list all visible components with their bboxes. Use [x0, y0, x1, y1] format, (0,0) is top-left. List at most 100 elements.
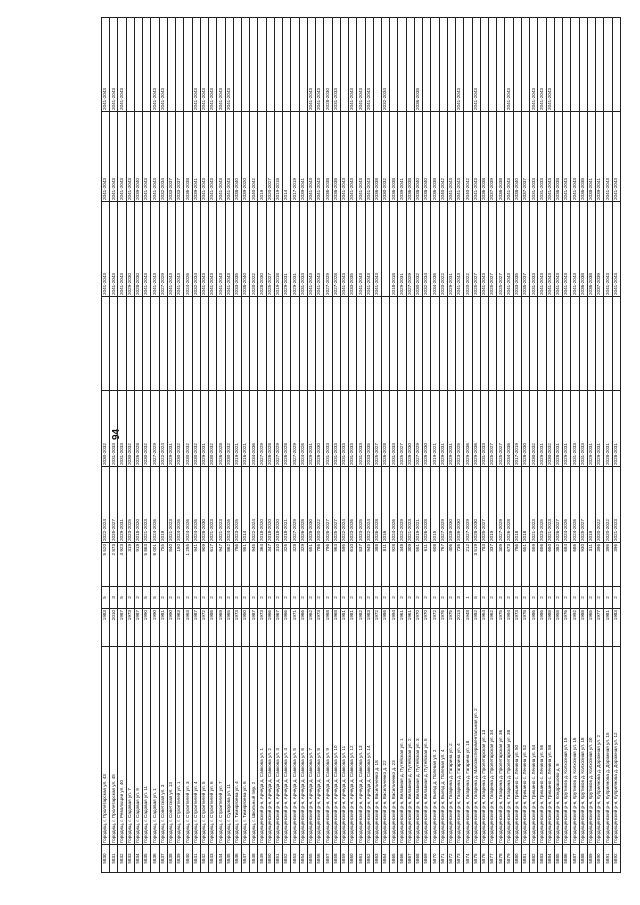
- cell-period-2: 2027-2029: [257, 390, 267, 467]
- cell-row-number: 5842: [200, 844, 209, 873]
- cell-address: Городищенский р-н, Крутиков д. Колхозная…: [587, 646, 596, 845]
- cell-build-year: 1969: [216, 608, 226, 647]
- cell-period-4: 2027-2029: [323, 201, 333, 297]
- cell-floors: 2: [315, 586, 324, 609]
- cell-period-4: 2025-2027: [496, 201, 505, 297]
- cell-period-2: 2028-2031: [603, 390, 613, 467]
- cell-row-number: 5860: [348, 844, 357, 873]
- cell-period-2: 2024-2026: [299, 390, 308, 467]
- cell-period-1: 2023-2025: [126, 466, 135, 543]
- cell-period-2: 2031-2033: [356, 390, 365, 467]
- cell-area: 786: [315, 542, 324, 587]
- cell-address: Городищенский р-н, Куприянова д. Дорожна…: [595, 646, 604, 845]
- cell-row-number: 5862: [365, 844, 374, 873]
- cell-row-number: 5830: [101, 844, 110, 873]
- cell-period-4: 2041-2043: [554, 201, 563, 297]
- cell-address: Городищенский р-н, Гагарина д. Гагарина …: [447, 646, 456, 845]
- cell-period-1: 2028-2030: [447, 466, 456, 543]
- cell-floors: 2: [480, 586, 489, 609]
- cell-period-2: 2031-2033: [389, 390, 398, 467]
- cell-period-1: 2020-2022: [603, 466, 613, 543]
- cell-period-6: [340, 17, 349, 112]
- cell-period-3: [587, 296, 596, 391]
- cell-row-number: 5831: [109, 844, 118, 873]
- cell-floors: 2: [307, 586, 316, 609]
- cell-period-1: 2029-2031: [117, 466, 127, 543]
- cell-floors: 2: [397, 586, 407, 609]
- cell-period-3: [274, 296, 283, 391]
- cell-row-number: 5873: [455, 844, 464, 873]
- cell-floors: 2: [381, 586, 390, 609]
- cell-period-2: 2026-2028: [216, 390, 226, 467]
- cell-period-2: 2028-2030: [521, 390, 530, 467]
- cell-floors: 2: [365, 586, 374, 609]
- cell-row-number: 5863: [373, 844, 382, 873]
- cell-period-5: 2041-2043: [109, 111, 118, 202]
- cell-period-4: 2038-2040: [241, 201, 250, 297]
- cell-period-5: 2041-2043: [570, 111, 580, 202]
- cell-period-1: 2026-2028: [504, 466, 514, 543]
- cell-floors: 2: [126, 586, 135, 609]
- cell-period-5: 2041-2043: [225, 111, 234, 202]
- cell-row-number: 5847: [241, 844, 250, 873]
- cell-period-1: 2024-2026: [570, 466, 580, 543]
- cell-period-1: 2021-2023: [142, 466, 151, 543]
- cell-period-6: [167, 17, 176, 112]
- cell-period-5: 2039-2041: [192, 111, 201, 202]
- cell-period-2: 2031-2033: [570, 390, 580, 467]
- cell-floors: 2: [488, 586, 497, 609]
- cell-row-number: 5883: [537, 844, 547, 873]
- cell-area: 796: [323, 542, 333, 587]
- cell-period-2: 2031-2033: [348, 390, 357, 467]
- cell-period-4: 2041-2043: [546, 201, 555, 297]
- cell-period-2: 2029-2031: [595, 390, 604, 467]
- cell-period-1: 2019: [488, 466, 497, 543]
- cell-address: Городищенский р-н, Гагарина д. Малоэкспе…: [472, 646, 481, 845]
- cell-period-4: 2041-2043: [167, 201, 176, 297]
- cell-period-5: 2041-2043: [603, 111, 613, 202]
- cell-period-1: 2024-2026: [389, 466, 398, 543]
- cell-floors: 2: [323, 586, 333, 609]
- cell-row-number: 5848: [249, 844, 258, 873]
- cell-period-1: 2026-2028: [373, 466, 382, 543]
- cell-address: Городищенский р-н, Куприянова д. Дорожна…: [612, 646, 621, 845]
- cell-period-4: 2041-2043: [570, 201, 580, 297]
- cell-period-2: 2031-2033: [480, 390, 489, 467]
- cell-period-2: 2025-2027: [496, 390, 505, 467]
- cell-floors: 2: [159, 586, 168, 609]
- cell-area: 5 520: [101, 542, 110, 587]
- cell-address: Городищ, г. Тимирязева ул. 6: [241, 646, 250, 845]
- cell-period-4: 2041-2043: [216, 201, 226, 297]
- cell-floors: 2: [389, 586, 398, 609]
- cell-period-2: 2029-2031: [439, 390, 448, 467]
- cell-floors: 2: [257, 586, 267, 609]
- cell-floors: 2: [579, 586, 588, 609]
- cell-period-2: 2029-2031: [562, 390, 571, 467]
- cell-period-3: [595, 296, 604, 391]
- cell-row-number: 5855: [307, 844, 316, 873]
- cell-period-4: 2018-2018: [389, 201, 398, 297]
- cell-area: 862: [225, 542, 234, 587]
- cell-floors: 5: [472, 586, 481, 609]
- cell-area: 595: [340, 542, 349, 587]
- cell-period-2: 2025-2027: [397, 390, 407, 467]
- cell-area: 755: [159, 542, 168, 587]
- cell-period-4: 2041-2043: [142, 201, 151, 297]
- cell-period-2: 2027-2029: [274, 390, 283, 467]
- cell-period-3: [537, 296, 547, 391]
- cell-period-1: 2027-2029: [463, 466, 473, 543]
- cell-period-6: [126, 17, 135, 112]
- cell-period-4: 2029-2031: [282, 201, 291, 297]
- cell-period-1: 2021-2023: [546, 466, 555, 543]
- cell-period-6: [249, 17, 258, 112]
- cell-floors: 2: [537, 586, 547, 609]
